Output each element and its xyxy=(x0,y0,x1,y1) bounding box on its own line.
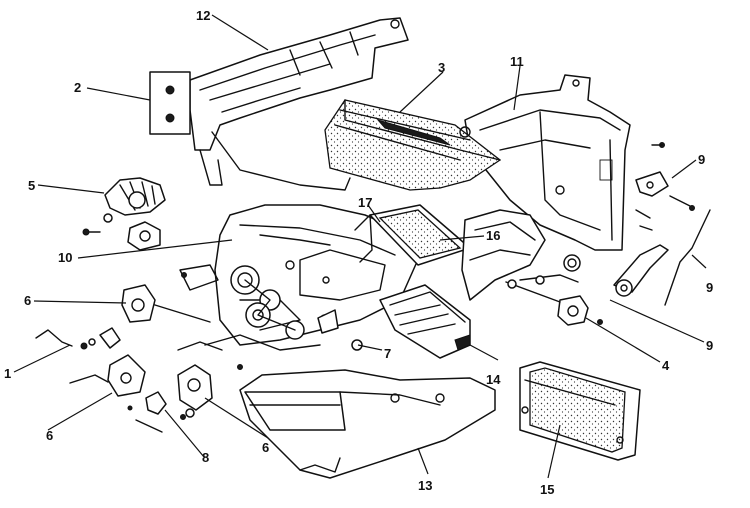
callout-14: 14 xyxy=(486,372,501,387)
seal-gasket xyxy=(149,71,191,135)
callout-7-text: 7 xyxy=(384,346,391,361)
callout-11: 11 xyxy=(510,54,524,69)
upper-heater-housing xyxy=(189,17,409,191)
vacuum-actuator xyxy=(82,177,166,251)
callout-10: 10 xyxy=(58,250,72,265)
linkage-cluster xyxy=(204,265,363,351)
callout-5: 5 xyxy=(28,178,35,193)
callout-12: 12 xyxy=(196,8,210,23)
callout-labels-final: 7 8 xyxy=(202,346,391,465)
filter-panel xyxy=(519,361,641,461)
drawer-tray xyxy=(379,284,471,359)
callout-15: 15 xyxy=(540,482,554,497)
callout-labels: 12 2 3 11 5 9 9 17 16 10 9 6 9 4 1 7 9 7… xyxy=(4,8,713,497)
heater-core xyxy=(324,99,502,191)
callout-17: 17 xyxy=(358,195,372,210)
callout-6-a: 6 xyxy=(24,293,31,308)
callout-9-c: 9 xyxy=(706,338,713,353)
callout-8-text: 8 xyxy=(202,450,209,465)
screws xyxy=(127,319,603,420)
right-heater-housing xyxy=(464,74,631,251)
callout-13: 13 xyxy=(418,478,432,493)
vacuum-motor xyxy=(505,279,589,326)
callout-1: 1 xyxy=(4,366,11,381)
right-hardware xyxy=(613,142,711,306)
lower-duct xyxy=(239,369,496,479)
callout-9-a: 9 xyxy=(698,152,705,167)
temperature-door-assembly xyxy=(461,209,581,301)
callout-6-b: 6 xyxy=(46,428,53,443)
center-actuator xyxy=(177,341,223,418)
callout-6-c: 6 xyxy=(262,440,269,455)
leader-lines xyxy=(13,14,707,479)
left-hardware xyxy=(35,284,211,433)
callout-3: 3 xyxy=(438,60,445,75)
callout-9-b: 9 xyxy=(706,280,713,295)
callout-2: 2 xyxy=(74,80,81,95)
callout-16: 16 xyxy=(486,228,500,243)
callout-4: 4 xyxy=(662,358,670,373)
